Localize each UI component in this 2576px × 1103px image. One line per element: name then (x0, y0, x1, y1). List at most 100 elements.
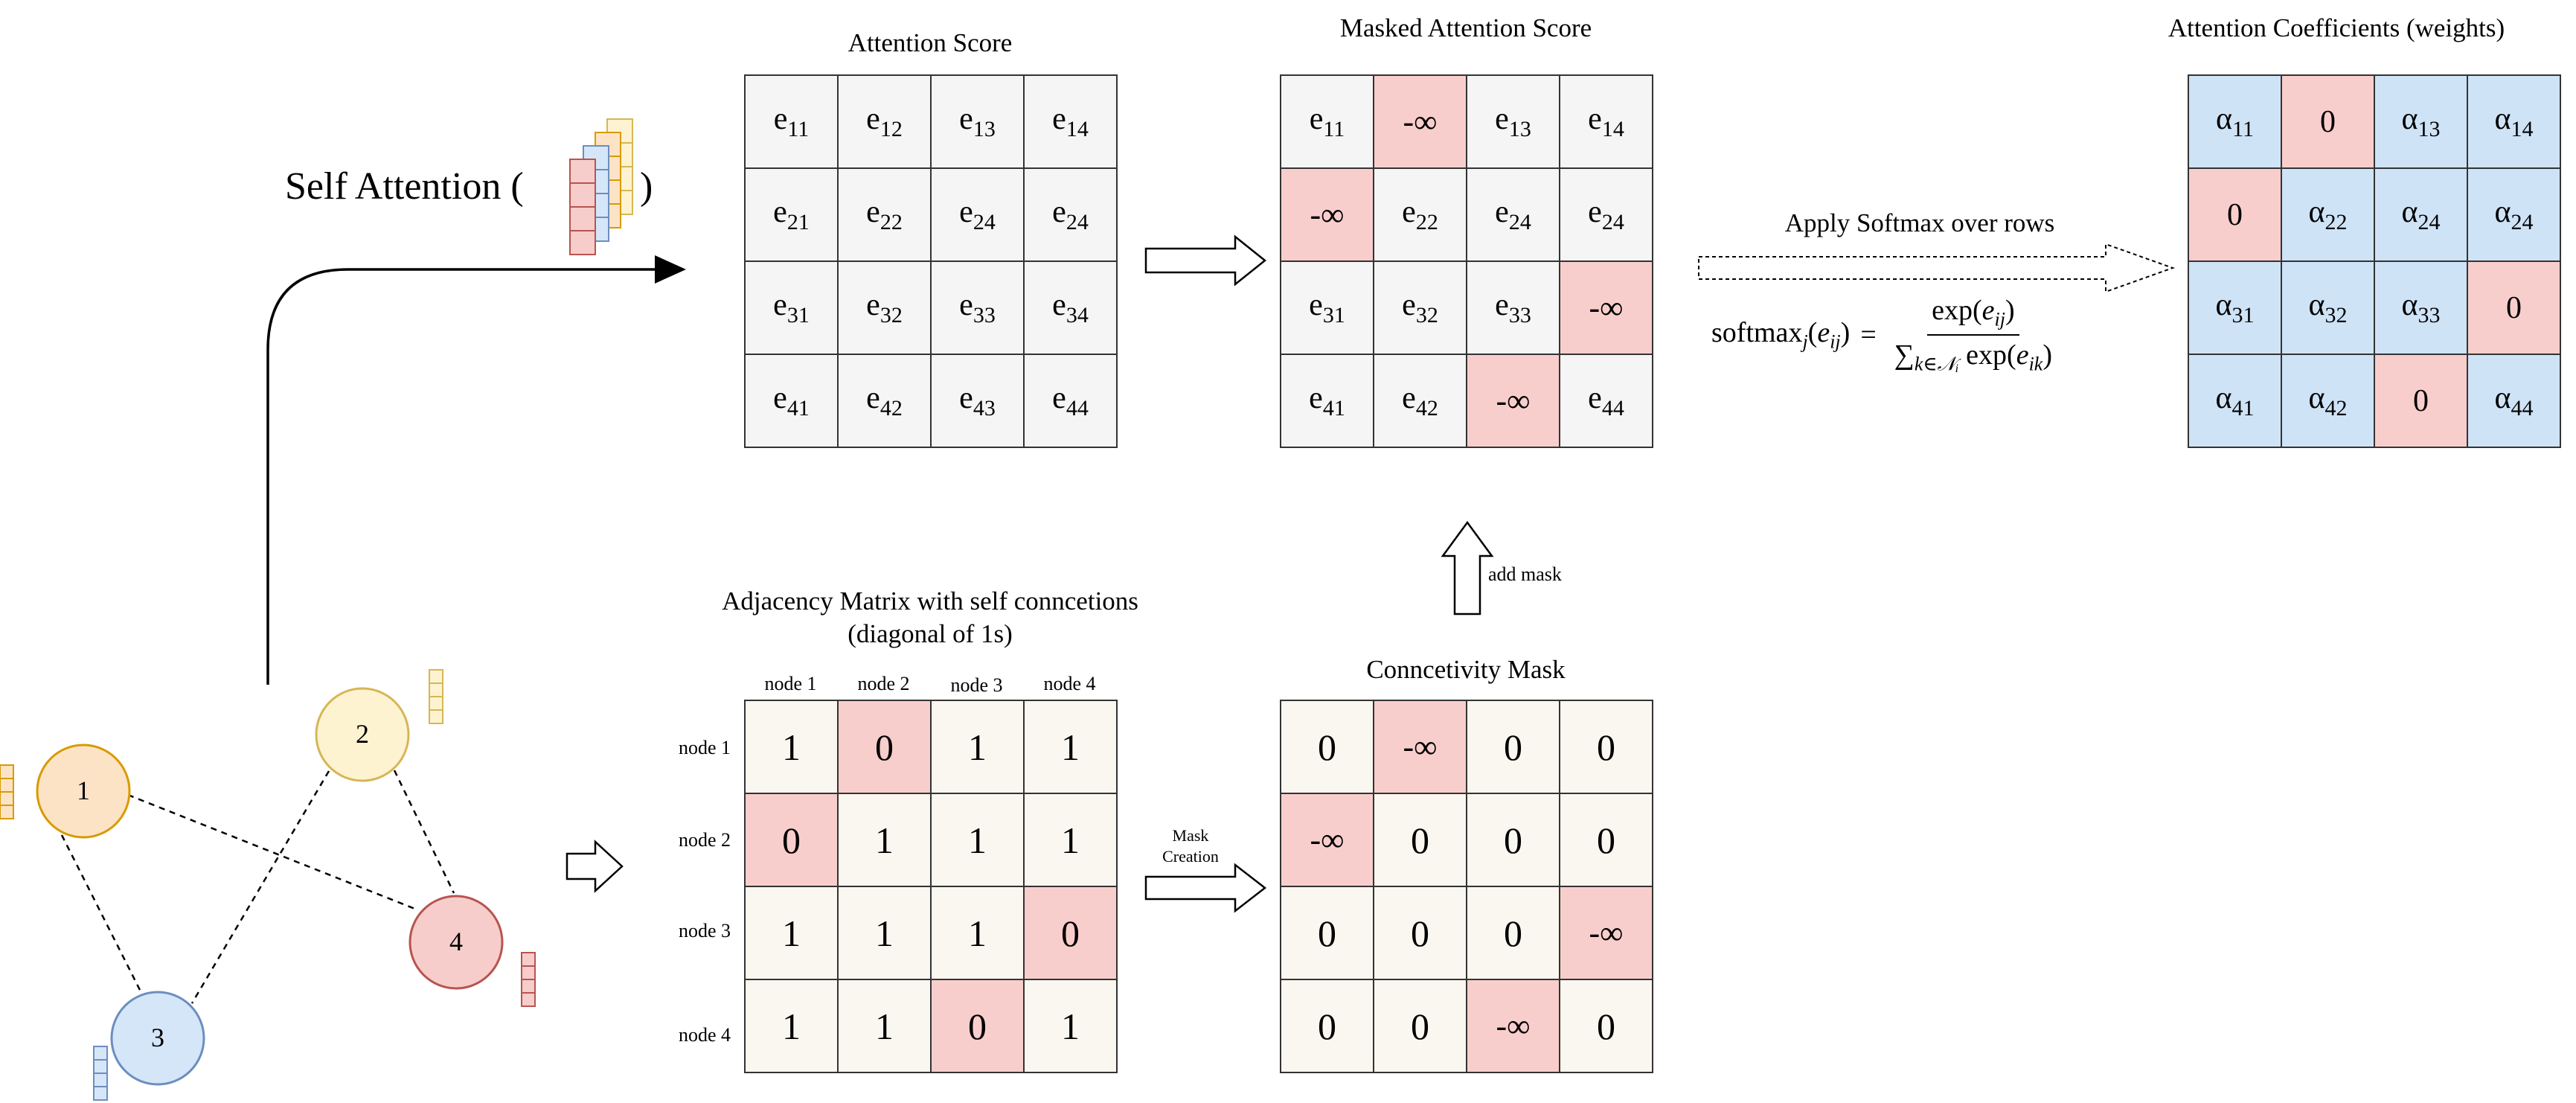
coefficient-cell: α42 (2282, 355, 2375, 448)
node-3-label: 3 (151, 1023, 164, 1052)
formula-denominator: ∑k∈𝒩ᵢ exp(eik) (1894, 339, 2052, 375)
connectivity-mask-cell: 0 (1281, 887, 1374, 980)
adjacency-col-header-3: node 3 (950, 674, 1003, 696)
adjacency-cell: 1 (932, 701, 1025, 794)
formula-fraction: exp(eij) ∑k∈𝒩ᵢ exp(eik) (1894, 294, 2052, 376)
attention-score-cell: e31 (746, 262, 839, 355)
attention-score-cell: e12 (839, 76, 932, 169)
attention-score-cell: e32 (839, 262, 932, 355)
graph-node-3[interactable] (110, 991, 205, 1086)
masked-score-cell: e22 (1374, 169, 1467, 262)
adjacency-row-header-3: node 3 (678, 920, 731, 941)
connectivity-mask-cell: 0 (1281, 980, 1374, 1073)
connectivity-mask-title: Conncetivity Mask (1366, 655, 1566, 684)
adjacency-cell: 0 (1025, 887, 1118, 980)
self-attention-close-paren: ) (640, 165, 653, 208)
adjacency-cell: 1 (839, 980, 932, 1073)
masked-score-cell: e32 (1374, 262, 1467, 355)
connectivity-mask-cell: -∞ (1467, 980, 1560, 1073)
masked-score-cell: -∞ (1560, 262, 1653, 355)
adjacency-cell: 1 (1025, 701, 1118, 794)
edge-2-3 (190, 770, 330, 1004)
adjacency-cell: 0 (746, 794, 839, 887)
node-4-label: 4 (449, 927, 463, 956)
masked-score-cell: e31 (1281, 262, 1374, 355)
self-attention-label: Self Attention ( (285, 165, 524, 208)
attention-score-cell: e34 (1025, 262, 1118, 355)
masked-score-cell: -∞ (1467, 355, 1560, 448)
adjacency-col-header-1: node 1 (764, 673, 817, 694)
coefficient-cell: α33 (2375, 262, 2468, 355)
adjacency-cell: 1 (1025, 980, 1118, 1073)
connectivity-mask-cell: -∞ (1374, 701, 1467, 794)
coefficient-cell: α24 (2468, 169, 2561, 262)
adjacency-cell: 0 (839, 701, 932, 794)
coefficient-cell: 0 (2375, 355, 2468, 448)
apply-softmax-label: Apply Softmax over rows (1784, 208, 2055, 237)
connectivity-mask-cell: -∞ (1281, 794, 1374, 887)
adjacency-col-header-2: node 2 (857, 673, 910, 694)
connectivity-mask-cell: 0 (1281, 701, 1374, 794)
coefficient-cell: α11 (2189, 76, 2282, 169)
masked-attention-title: Masked Attention Score (1339, 13, 1592, 42)
masked-score-cell: -∞ (1374, 76, 1467, 169)
add-mask-label: add mask (1488, 563, 1562, 585)
attention-score-cell: e43 (932, 355, 1025, 448)
adjacency-title-line2: (diagonal of 1s) (848, 619, 1013, 648)
attention-score-cell: e14 (1025, 76, 1118, 169)
add-mask-arrow (1441, 520, 1494, 616)
adjacency-cell: 1 (932, 887, 1025, 980)
attention-score-cell: e33 (932, 262, 1025, 355)
coefficient-cell: 0 (2282, 76, 2375, 169)
connectivity-mask-cell: 0 (1467, 701, 1560, 794)
formula-numerator: exp(eij) (1927, 294, 2019, 336)
coefficient-cell: α32 (2282, 262, 2375, 355)
adjacency-cell: 0 (932, 980, 1025, 1073)
attention-score-cell: e24 (1025, 169, 1118, 262)
adjacency-row-header-1: node 1 (678, 737, 731, 758)
edge-2-4 (393, 770, 455, 894)
stacked-features-icon (569, 118, 633, 255)
attention-score-cell: e42 (839, 355, 932, 448)
masked-score-cell: e33 (1467, 262, 1560, 355)
softmax-arrow (1698, 243, 2175, 293)
node-2-label: 2 (356, 719, 369, 749)
connectivity-mask-cell: 0 (1560, 701, 1653, 794)
score-to-masked-arrow (1144, 234, 1267, 287)
adjacency-col-header-4: node 4 (1043, 673, 1096, 694)
adjacency-row-header-4: node 4 (678, 1024, 731, 1046)
connectivity-mask-cell: 0 (1374, 980, 1467, 1073)
edge-1-3 (60, 834, 145, 998)
connectivity-mask-cell: 0 (1560, 980, 1653, 1073)
graph-to-adjacency-arrow (565, 840, 624, 893)
connectivity-mask-cell: 0 (1467, 887, 1560, 980)
coefficient-cell: α44 (2468, 355, 2561, 448)
graph-node-2[interactable] (315, 687, 410, 782)
masked-score-cell: -∞ (1281, 169, 1374, 262)
attention-score-cell: e11 (746, 76, 839, 169)
adjacency-cell: 1 (839, 887, 932, 980)
feature-vector-node-3 (93, 1046, 108, 1101)
connectivity-mask-cell: 0 (1560, 794, 1653, 887)
graph-node-4[interactable] (408, 895, 504, 990)
coefficient-cell: α31 (2189, 262, 2282, 355)
mask-creation-arrow (1144, 863, 1267, 913)
adjacency-cell: 1 (1025, 794, 1118, 887)
self-attention-arrow (266, 268, 683, 685)
masked-score-cell: e41 (1281, 355, 1374, 448)
attention-score-cell: e22 (839, 169, 932, 262)
graph-node-1[interactable] (36, 744, 131, 839)
coefficient-cell: 0 (2468, 262, 2561, 355)
masked-score-cell: e24 (1467, 169, 1560, 262)
adjacency-cell: 1 (932, 794, 1025, 887)
attention-score-cell: e13 (932, 76, 1025, 169)
attention-score-cell: e24 (932, 169, 1025, 262)
feature-vector-node-4 (521, 952, 536, 1007)
mask-creation-label-line1: Mask (1172, 826, 1209, 845)
masked-score-cell: e13 (1467, 76, 1560, 169)
